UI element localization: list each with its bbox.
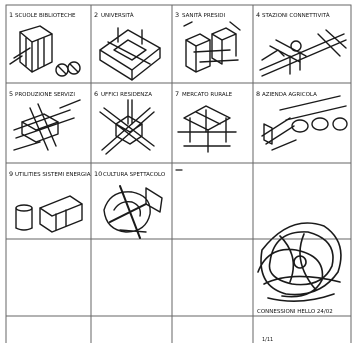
- cell-6-label: UFFICI RESIDENZA: [101, 92, 152, 98]
- cell-4-number: 4: [256, 11, 260, 19]
- cell-1-sketch: [10, 26, 80, 76]
- cell-4-sketch: [260, 30, 346, 76]
- cell-3-sketch: [184, 22, 240, 72]
- cell-1-number: 1: [9, 11, 13, 19]
- cell-8-sketch: [262, 96, 347, 150]
- cell-9-number: 9: [9, 170, 13, 178]
- cell-7-sketch: [178, 106, 236, 152]
- cell-2-sketch: [100, 28, 160, 80]
- cell-7-number: 7: [175, 90, 179, 98]
- cell-10-label: CULTURA SPETTACOLO: [103, 172, 166, 178]
- cell-3-number: 3: [175, 11, 179, 19]
- final-cell-caption: CONNESSIONI HELLO 24/02: [257, 309, 333, 315]
- cell-8-label: AZIENDA AGRICOLA: [262, 92, 317, 98]
- cell-1-label: SCUOLE BIBLIOTECHE: [15, 13, 76, 19]
- cell-9-label: UTILITIES SISTEMI ENERGIA: [15, 172, 91, 178]
- cell-5-sketch: [14, 100, 80, 150]
- cell-5-label: PRODUZIONE SERVIZI: [15, 92, 75, 98]
- cell-7-label: MERCATO RURALE: [182, 92, 233, 98]
- connections-scribble: [258, 223, 341, 301]
- cell-8-number: 8: [256, 90, 260, 98]
- cell-2-label: UNIVERSITÀ: [101, 12, 134, 19]
- cell-5-number: 5: [9, 90, 13, 98]
- bottom-mark: 1/11: [262, 337, 273, 343]
- cell-6-sketch: [100, 100, 154, 154]
- cell-2-number: 2: [94, 11, 98, 19]
- cell-3-label: SANITÀ PRESIDI: [182, 12, 225, 19]
- cell-4-label: STAZIONI CONNETTIVITÀ: [262, 12, 330, 19]
- cell-6-number: 6: [94, 90, 98, 98]
- cell-10-number: 10: [94, 170, 102, 178]
- cell-10-sketch: [104, 186, 162, 238]
- cell-9-sketch: [16, 196, 82, 232]
